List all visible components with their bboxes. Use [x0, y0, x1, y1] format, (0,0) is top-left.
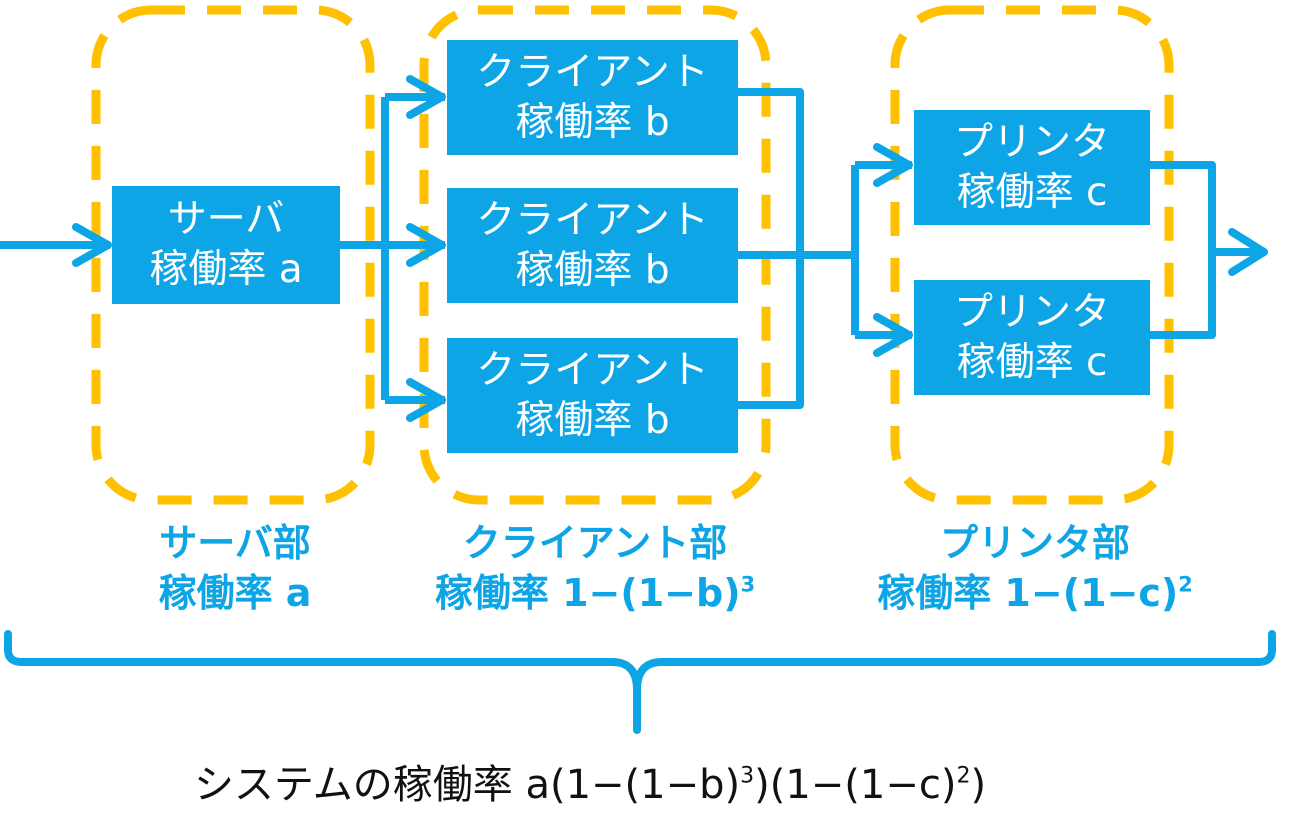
- client-rate: 稼働率 b: [515, 397, 670, 443]
- printer-name: プリンタ: [953, 289, 1110, 335]
- server-box: サーバ 稼働率 a: [112, 186, 340, 304]
- client-name: クライアント: [476, 197, 709, 243]
- printer-box-2: プリンタ 稼働率 c: [914, 280, 1150, 395]
- printer-1-arrowhead: [873, 143, 913, 187]
- client-group-rate: 稼働率 1−(1−b)3: [434, 571, 756, 615]
- server-rate: 稼働率 a: [149, 247, 303, 292]
- client-group-label: クライアント部 稼働率 1−(1−b)3: [400, 518, 790, 618]
- client-rate: 稼働率 b: [515, 99, 670, 145]
- client-name: クライアント: [476, 49, 709, 95]
- client-box-3: クライアント 稼働率 b: [447, 338, 738, 453]
- printer-group-rate: 稼働率 1−(1−c)2: [877, 571, 1193, 615]
- printer-2-arrowhead: [873, 313, 913, 357]
- printer-merge-lines: [1150, 161, 1262, 339]
- system-bracket: [4, 630, 1276, 734]
- client-name: クライアント: [476, 347, 709, 393]
- server-group-boundary: [91, 5, 375, 505]
- printer-rate: 稼働率 c: [956, 339, 1108, 385]
- printer-group-name: プリンタ部: [939, 521, 1130, 565]
- server-group-label: サーバ部 稼働率 a: [80, 518, 390, 618]
- client-3-arrowhead: [406, 378, 446, 422]
- input-arrowhead: [72, 223, 112, 267]
- printer-group-boundary: [890, 5, 1174, 505]
- system-availability-formula: システムの稼働率 a(1−(1−b)3)(1−(1−c)2): [193, 762, 987, 808]
- client-rate: 稼働率 b: [515, 247, 670, 293]
- client-group-name: クライアント部: [462, 521, 728, 565]
- client-2-arrowhead: [406, 223, 446, 267]
- output-arrowhead: [1228, 228, 1268, 276]
- printer-box-1: プリンタ 稼働率 c: [914, 110, 1150, 225]
- server-group-name: サーバ部: [159, 521, 311, 565]
- server-group-rate: 稼働率 a: [158, 571, 312, 615]
- client-merge-lines: [738, 88, 855, 409]
- client-box-1: クライアント 稼働率 b: [447, 40, 738, 155]
- client-box-2: クライアント 稼働率 b: [447, 188, 738, 303]
- printer-rate: 稼働率 c: [956, 169, 1108, 215]
- client-1-arrowhead: [406, 75, 446, 119]
- printer-group-label: プリンタ部 稼働率 1−(1−c)2: [855, 518, 1215, 618]
- printer-name: プリンタ: [953, 119, 1110, 165]
- server-name: サーバ: [167, 197, 285, 242]
